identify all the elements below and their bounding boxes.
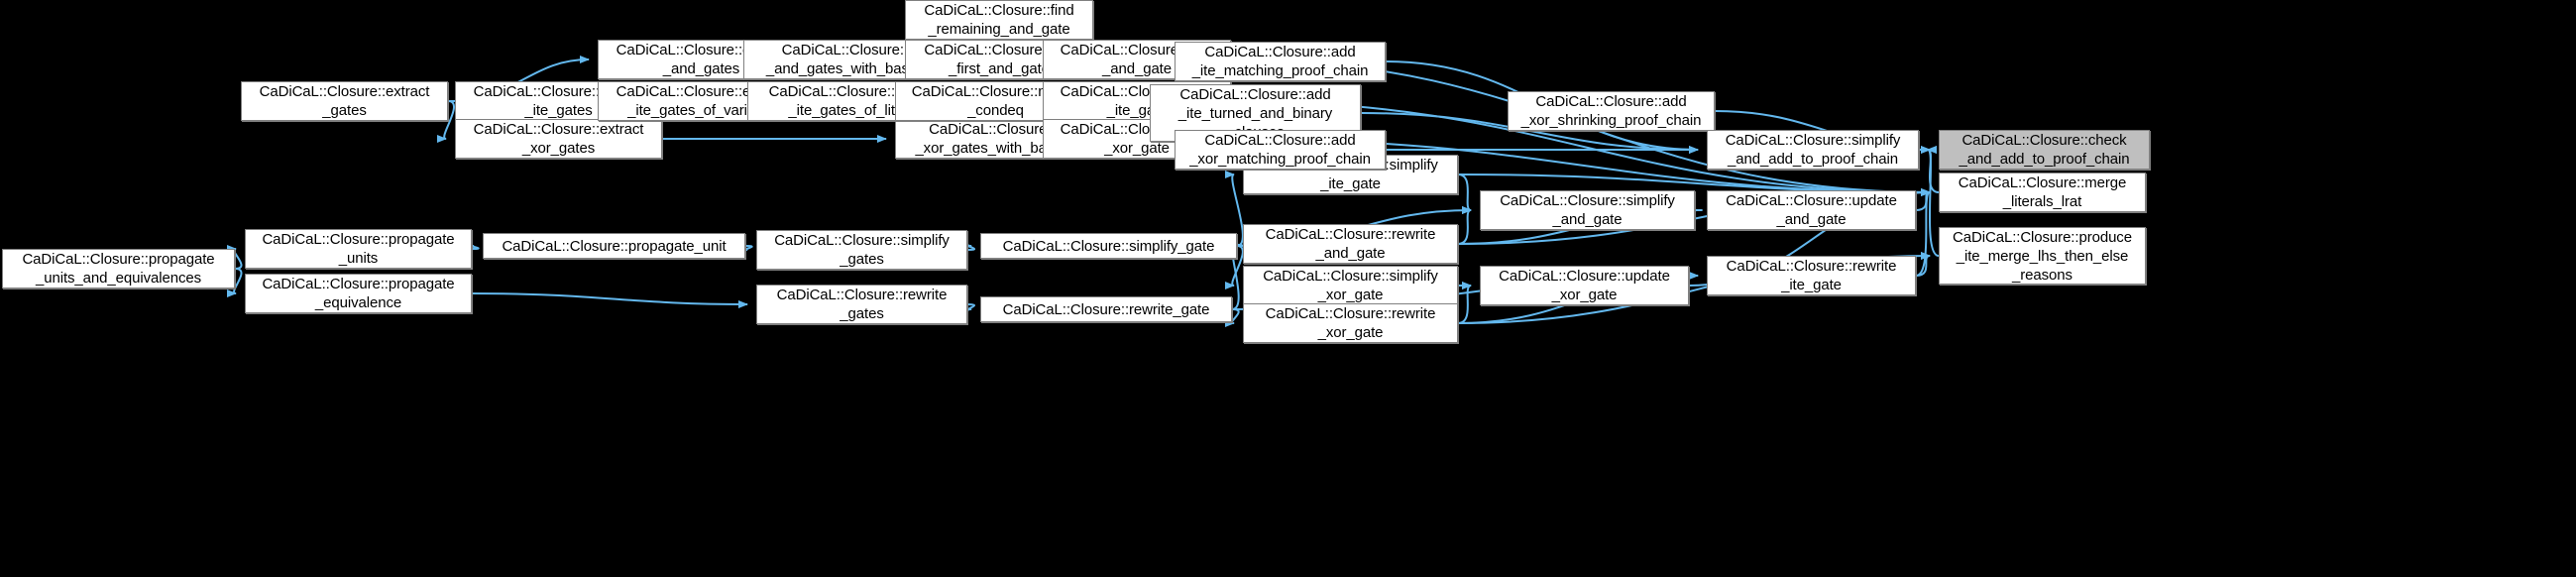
graph-node[interactable]: CaDiCaL::Closure::simplify _gates [756,230,967,270]
graph-node[interactable]: CaDiCaL::Closure::extract _gates [241,81,448,121]
graph-node[interactable]: CaDiCaL::Closure::simplify _xor_gate [1243,266,1458,305]
graph-node-label: CaDiCaL::Closure::merge _literals_lrat [1958,174,2127,210]
graph-node-label: CaDiCaL::Closure::rewrite _ite_gate [1726,258,1897,293]
graph-edge [1224,171,1244,247]
graph-edge [961,242,975,251]
graph-node[interactable]: CaDiCaL::Closure::rewrite _xor_gate [1243,303,1458,343]
graph-node-label: CaDiCaL::Closure::extract _xor_gates [473,121,644,157]
graph-node-label: CaDiCaL::Closure::check _and_add_to_proo… [1959,132,2130,168]
graph-node-label: CaDiCaL::Closure::add _xor_shrinking_pro… [1520,93,1702,129]
graph-node-label: CaDiCaL::Closure::rewrite _xor_gate [1265,305,1436,341]
graph-node[interactable]: CaDiCaL::Closure::rewrite _gates [756,285,967,324]
graph-node-label: CaDiCaL::Closure::propagate _units [262,231,455,267]
graph-node-label: CaDiCaL::Closure::simplify _and_gate [1500,192,1675,228]
graph-node-label: CaDiCaL::Closure::propagate_unit [502,237,727,255]
graph-node-label: CaDiCaL::Closure::update _and_gate [1726,192,1897,228]
graph-edge [1457,206,1472,245]
graph-node-label: CaDiCaL::Closure::rewrite _and_gate [1265,226,1436,262]
graph-edge [737,245,753,254]
graph-node-label: CaDiCaL::Closure::update _xor_gate [1499,268,1670,303]
graph-node-label: CaDiCaL::Closure::simplify_gate [1002,237,1215,255]
graph-edge [226,245,243,270]
graph-node-label: CaDiCaL::Closure::merge _condeq [911,83,1080,119]
graph-node[interactable]: CaDiCaL::Closure::merge _literals_lrat [1939,173,2146,212]
graph-edge [1457,282,1472,324]
graph-node[interactable]: CaDiCaL::Closure::check _and_add_to_proo… [1939,130,2150,170]
graph-node-label: CaDiCaL::Closure::simplify _gates [774,232,950,268]
graph-node[interactable]: CaDiCaL::Closure::simplify_gate [980,233,1237,259]
graph-edge [961,303,975,313]
graph-edge [1224,245,1244,289]
graph-node[interactable]: CaDiCaL::Closure::find _remaining_and_ga… [905,0,1093,40]
graph-node-label: CaDiCaL::Closure::produce _ite_merge_lhs… [1953,228,2132,284]
graph-node[interactable]: CaDiCaL::Closure::add _xor_matching_proo… [1175,130,1386,170]
graph-node-label: CaDiCaL::Closure::extract _gates [259,83,430,119]
graph-edge [436,100,455,143]
graph-node-label: CaDiCaL::Closure::rewrite _gates [776,287,948,322]
graph-edge [464,242,480,251]
graph-node[interactable]: CaDiCaL::Closure::propagate _equivalence [245,274,472,313]
graph-node[interactable]: CaDiCaL::Closure::add _ite_matching_proo… [1175,42,1386,81]
graph-node[interactable]: CaDiCaL::Closure::rewrite _ite_gate [1707,256,1916,295]
graph-node-label: CaDiCaL::Closure::find _first_and_gate [924,42,1074,77]
graph-node-label: CaDiCaL::Closure::extract _ite_gates_of_… [616,83,787,119]
graph-edge [226,268,243,297]
graph-node-label: CaDiCaL::Closure::add _xor_matching_proo… [1189,132,1371,168]
graph-node-label: CaDiCaL::Closure::propagate _units_and_e… [22,251,215,287]
graph-node[interactable]: CaDiCaL::Closure::propagate_unit [483,233,745,259]
graph-node[interactable]: CaDiCaL::Closure::update _and_gate [1707,190,1916,230]
graph-node-label: CaDiCaL::Closure::find _remaining_and_ga… [924,2,1074,38]
graph-node[interactable]: CaDiCaL::Closure::extract _xor_gates [455,119,662,159]
graph-node-label: CaDiCaL::Closure::add _ite_matching_proo… [1191,44,1369,79]
graph-edge [1915,252,1931,277]
graph-edge [1915,188,1931,277]
graph-node[interactable]: CaDiCaL::Closure::update _xor_gate [1480,266,1689,305]
graph-node[interactable]: CaDiCaL::Closure::simplify _and_gate [1480,190,1695,230]
graph-node[interactable]: CaDiCaL::Closure::simplify _and_add_to_p… [1707,130,1919,170]
graph-node-label: CaDiCaL::Closure::propagate _equivalence [262,276,455,311]
graph-node-label: CaDiCaL::Closure::simplify _xor_gate [1263,268,1438,303]
graph-edge [1457,173,1472,214]
graph-node[interactable]: CaDiCaL::Closure::add _xor_shrinking_pro… [1508,91,1715,131]
graph-edge [1360,112,1699,154]
graph-edge [1224,308,1240,327]
graph-node-label: CaDiCaL::Closure::rewrite_gate [1002,300,1210,318]
graph-node[interactable]: CaDiCaL::Closure::propagate _units_and_e… [2,249,235,288]
graph-node-label: CaDiCaL::Closure::simplify _and_add_to_p… [1725,132,1901,168]
graph-node[interactable]: CaDiCaL::Closure::rewrite _and_gate [1243,224,1458,264]
graph-edge [1927,146,1940,257]
graph-edge [471,292,748,308]
graph-node[interactable]: CaDiCaL::Closure::produce _ite_merge_lhs… [1939,227,2146,285]
graph-node[interactable]: CaDiCaL::Closure::propagate _units [245,229,472,269]
graph-node[interactable]: CaDiCaL::Closure::rewrite_gate [980,296,1232,322]
